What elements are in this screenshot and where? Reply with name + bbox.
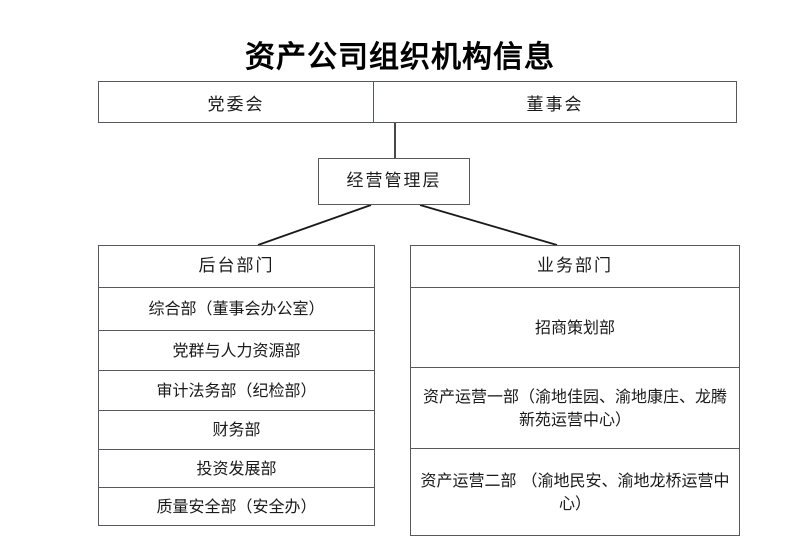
edge-management-to-back-office [257, 204, 372, 246]
back-office-item-audit-legal[interactable]: 审计法务部（纪检部） [99, 371, 374, 411]
node-management-layer[interactable]: 经营管理层 [318, 158, 470, 205]
page-title: 资产公司组织机构信息 [245, 40, 555, 75]
business-department-table: 业务部门 招商策划部 资产运营一部（渝地佳园、渝地康庄、龙腾新苑运营中心） 资产… [410, 245, 740, 536]
back-office-item-party-and-hr[interactable]: 党群与人力资源部 [99, 331, 374, 371]
business-item-asset-operations-1[interactable]: 资产运营一部（渝地佳园、渝地康庄、龙腾新苑运营中心） [411, 368, 739, 449]
top-level-row: 党委会 董事会 [98, 81, 737, 123]
back-office-header: 后台部门 [99, 246, 374, 288]
business-header: 业务部门 [411, 246, 739, 288]
edge-management-to-business [419, 204, 558, 246]
business-item-asset-operations-2[interactable]: 资产运营二部 （渝地民安、渝地龙桥运营中心） [420, 470, 730, 513]
node-board-of-directors[interactable]: 董事会 [526, 94, 584, 115]
back-office-item-investment-development[interactable]: 投资发展部 [99, 450, 374, 488]
business-item-investment-promotion-planning[interactable]: 招商策划部 [411, 288, 739, 368]
back-office-item-finance[interactable]: 财务部 [99, 411, 374, 450]
back-office-department-table: 后台部门 综合部（董事会办公室） 党群与人力资源部 审计法务部（纪检部） 财务部… [98, 245, 375, 526]
back-office-item-general-affairs[interactable]: 综合部（董事会办公室） [99, 288, 374, 331]
node-party-committee[interactable]: 党委会 [99, 82, 374, 122]
back-office-item-quality-safety[interactable]: 质量安全部（安全办） [156, 496, 317, 516]
